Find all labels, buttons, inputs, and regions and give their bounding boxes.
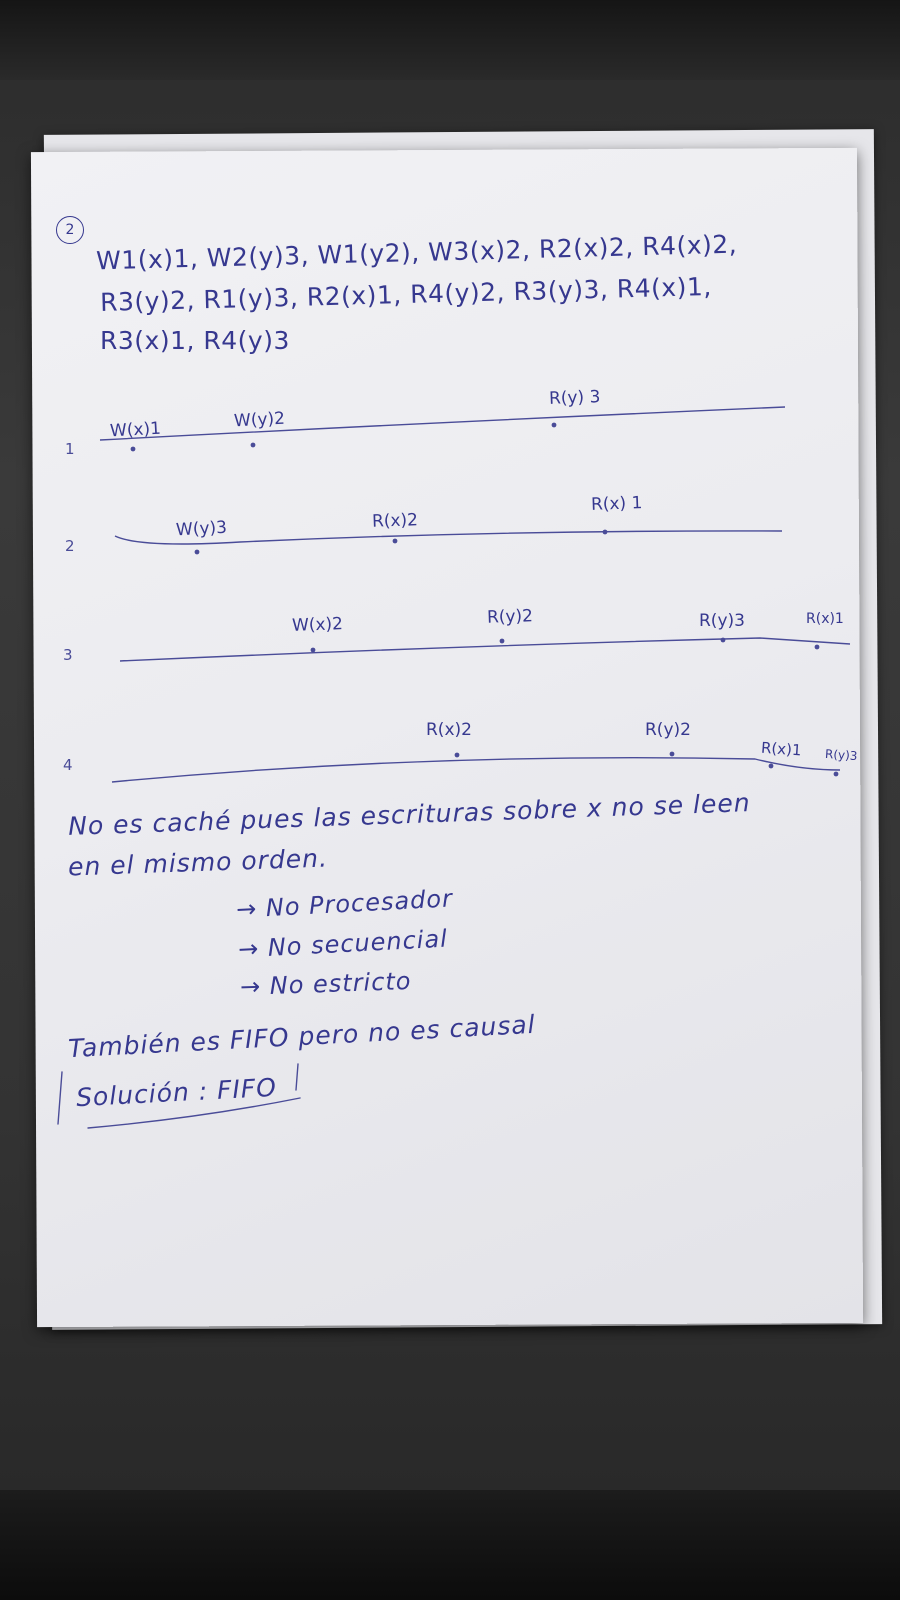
sequence-line: R3(x)1, R4(y)3 <box>100 326 290 355</box>
timeline-line <box>111 756 841 783</box>
process-label: 2 <box>65 537 75 555</box>
operation-label: R(x)2 <box>426 720 472 740</box>
event-dot <box>454 752 460 758</box>
event-dot <box>392 538 398 544</box>
event-dot <box>814 644 820 650</box>
solution-box-stroke <box>295 1063 299 1091</box>
solution-box-stroke <box>87 1097 301 1129</box>
process-label: 4 <box>63 756 73 774</box>
timeline-line <box>119 637 851 662</box>
operation-label: R(y)3 <box>699 611 745 631</box>
event-dot <box>130 446 136 452</box>
solution-box-stroke <box>57 1071 63 1125</box>
timeline-line <box>114 530 783 545</box>
operation-label: R(x)1 <box>806 611 844 627</box>
desk-background-bottom <box>0 1490 900 1600</box>
event-dot <box>669 751 675 757</box>
desk-background-top <box>0 0 900 80</box>
operation-label: R(y)2 <box>645 720 691 740</box>
event-dot <box>310 647 316 653</box>
process-label: 3 <box>63 646 73 664</box>
event-dot <box>551 422 557 428</box>
timeline-line <box>99 406 786 441</box>
exercise-number: 2 <box>65 222 75 238</box>
event-dot <box>250 442 256 448</box>
event-dot <box>833 771 839 777</box>
exercise-number-circle: 2 <box>56 216 84 244</box>
process-label: 1 <box>65 440 75 458</box>
event-dot <box>602 529 608 535</box>
event-dot <box>768 763 774 769</box>
event-dot <box>720 637 726 643</box>
event-dot <box>194 549 200 555</box>
event-dot <box>499 638 505 644</box>
